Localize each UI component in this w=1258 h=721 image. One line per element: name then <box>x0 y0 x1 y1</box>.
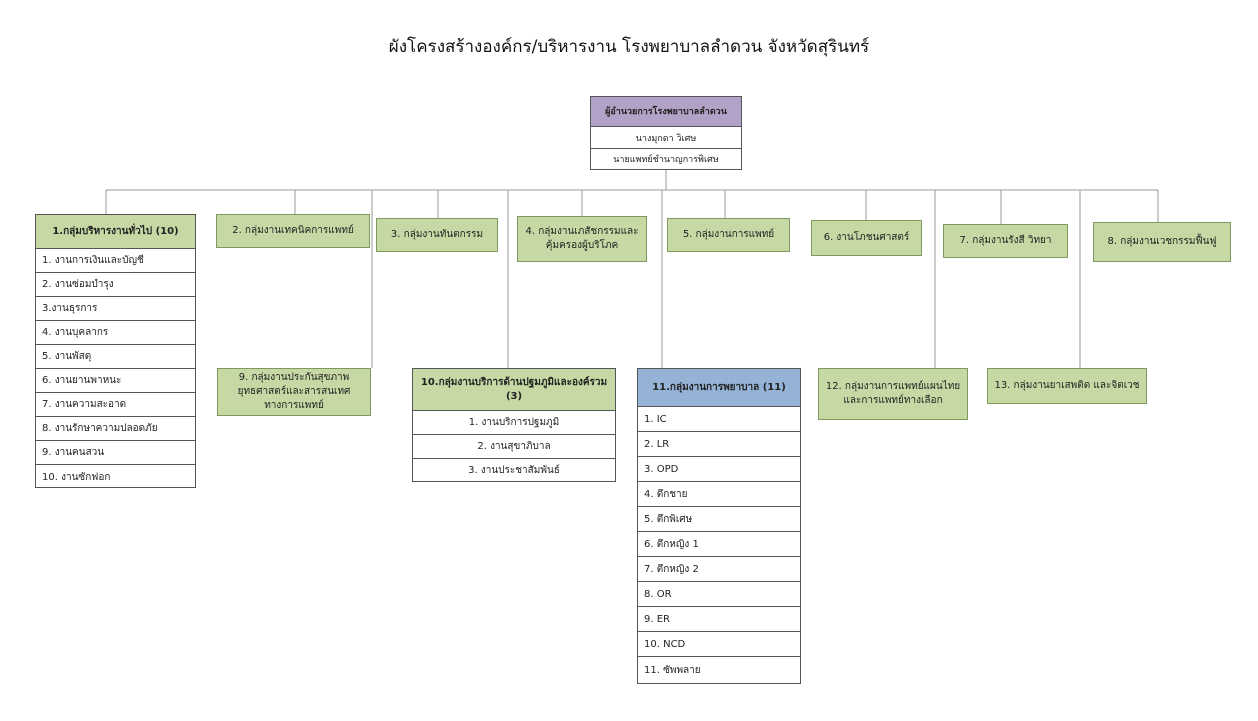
list-item: 8. งานรักษาความปลอดภัย <box>36 417 195 441</box>
page-title: ผังโครงสร้างองค์กร/บริหารงาน โรงพยาบาลลำ… <box>388 37 870 57</box>
list-item: 5. งานพัสดุ <box>36 345 195 369</box>
list-item: 7. งานความสะอาด <box>36 393 195 417</box>
list-item: 1. IC <box>638 407 800 432</box>
group10-box: 10.กลุ่มงานบริการด้านปฐมภูมิและองค์รวม (… <box>412 368 616 482</box>
list-item: 2. งานซ่อมบำรุง <box>36 273 195 297</box>
group6-box: 6. งานโภชนศาสตร์ <box>811 220 922 256</box>
list-item: 5. ตึกพิเศษ <box>638 507 800 532</box>
list-item: 6. งานยานพาหนะ <box>36 369 195 393</box>
list-item: 3.งานธุรการ <box>36 297 195 321</box>
group2-box: 2. กลุ่มงานเทคนิคการแพทย์ <box>216 214 370 248</box>
list-item: 9. งานคนสวน <box>36 441 195 465</box>
group10-title: 10.กลุ่มงานบริการด้านปฐมภูมิและองค์รวม (… <box>413 369 615 411</box>
group9-box: 9. กลุ่มงานประกันสุขภาพ ยุทธศาสตร์และสาร… <box>217 368 371 416</box>
group3-box: 3. กลุ่มงานทันตกรรม <box>376 218 498 252</box>
group11-title: 11.กลุ่มงานการพยาบาล (11) <box>638 369 800 407</box>
group5-box: 5. กลุ่มงานการแพทย์ <box>667 218 790 252</box>
director-title: ผู้อำนวยการโรงพยาบาลลำดวน <box>591 97 741 127</box>
group12-box: 12. กลุ่มงานการแพทย์แผนไทยและการแพทย์ทาง… <box>818 368 968 420</box>
list-item: 2. LR <box>638 432 800 457</box>
list-item: 10. งานซักฟอก <box>42 471 111 483</box>
list-item: 3. OPD <box>638 457 800 482</box>
group1-title: 1.กลุ่มบริหารงานทั่วไป (10) <box>36 215 195 249</box>
list-item: 4. ตึกชาย <box>638 482 800 507</box>
director-name: นางมุกดา วิเศษ <box>591 127 741 149</box>
list-item: 1. งานการเงินและบัญชี <box>36 249 195 273</box>
list-item: 7. ตึกหญิง 2 <box>638 557 800 582</box>
list-item: 3. งานประชาสัมพันธ์ <box>468 465 560 476</box>
director-position: นายแพทย์ชำนาญการพิเศษ <box>591 149 741 169</box>
group7-box: 7. กลุ่มงานรังสี วิทยา <box>943 224 1068 258</box>
list-item: 2. งานสุขาภิบาล <box>413 435 615 459</box>
director-box: ผู้อำนวยการโรงพยาบาลลำดวน นางมุกดา วิเศษ… <box>590 96 742 170</box>
group4-box: 4. กลุ่มงานเภสัชกรรมและคุ้มครองผู้บริโภค <box>517 216 647 262</box>
list-item: 6. ตึกหญิง 1 <box>638 532 800 557</box>
list-item: 9. ER <box>638 607 800 632</box>
list-item: 10. NCD <box>638 632 800 657</box>
list-item: 8. OR <box>638 582 800 607</box>
group8-box: 8. กลุ่มงานเวชกรรมฟื้นฟู <box>1093 222 1231 262</box>
group11-box: 11.กลุ่มงานการพยาบาล (11) 1. IC 2. LR 3.… <box>637 368 801 684</box>
list-item: 11. ซัพพลาย <box>644 664 701 676</box>
group13-box: 13. กลุ่มงานยาเสพติด และจิตเวช <box>987 368 1147 404</box>
list-item: 1. งานบริการปฐมภูมิ <box>413 411 615 435</box>
list-item: 4. งานบุคลากร <box>36 321 195 345</box>
group1-box: 1.กลุ่มบริหารงานทั่วไป (10) 1. งานการเงิ… <box>35 214 196 488</box>
